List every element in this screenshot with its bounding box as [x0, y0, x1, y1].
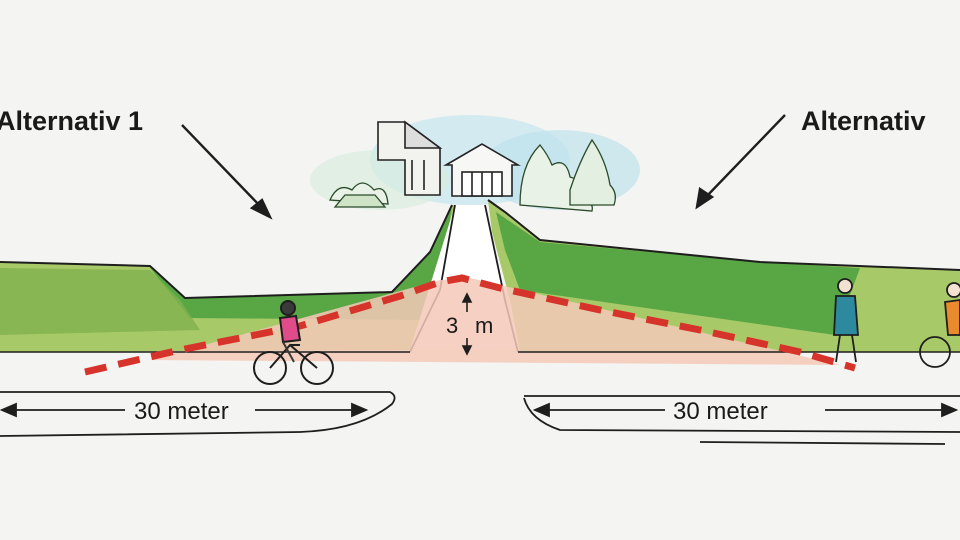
right-width-label: 30 meter [673, 398, 768, 425]
measurement-right [523, 395, 960, 445]
measurement-left [0, 391, 396, 437]
alternative-2-label: Alternativ [801, 106, 926, 136]
left-width-label: 30 meter [134, 398, 229, 425]
shrubs [329, 138, 616, 212]
alternative-1-label: Alternativ 1 [0, 106, 144, 136]
height-unit-label: m [475, 313, 494, 338]
height-arrows [461, 292, 473, 356]
pedestrian-figure [833, 278, 859, 363]
cyclist-figure [253, 300, 334, 385]
house-illustration [377, 120, 521, 197]
height-value-label: 3 [446, 313, 459, 338]
proposed-profile-line [84, 274, 856, 376]
pointer-arrows [181, 114, 786, 220]
cut-area [150, 278, 840, 365]
cyclist-figure-right [919, 282, 960, 368]
